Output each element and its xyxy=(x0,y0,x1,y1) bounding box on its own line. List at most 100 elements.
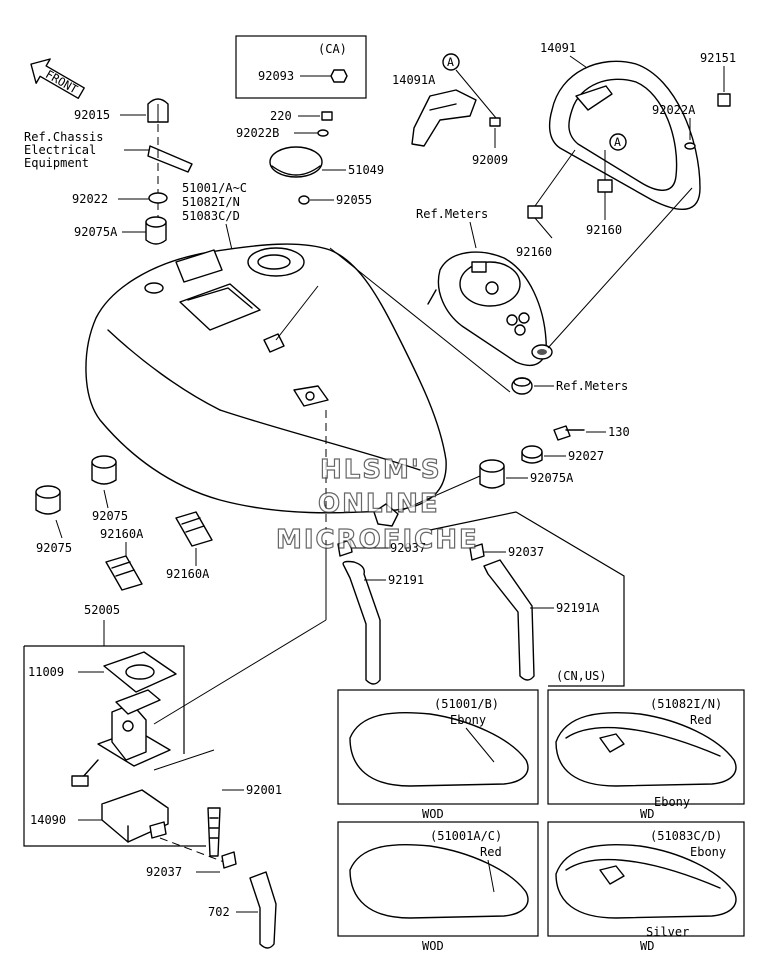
ground-strap xyxy=(147,145,193,173)
cap-nut-92015 xyxy=(147,98,169,123)
ref-chassis-line2: Electrical xyxy=(24,143,96,157)
variant-4-color2: Silver xyxy=(646,925,689,939)
svg-text:HLSM'S: HLSM'S xyxy=(320,455,442,485)
fuel-tank xyxy=(85,243,447,527)
label-92022A: 92022A xyxy=(652,103,696,117)
screw-220 xyxy=(321,111,333,121)
variant-1-code: (51001/B) xyxy=(434,697,499,711)
variant-1-caption: WOD xyxy=(422,807,444,821)
label-11009: 11009 xyxy=(28,665,64,679)
meter-cover-14091 xyxy=(548,60,701,211)
variant-1-color: Ebony xyxy=(450,713,486,727)
label-92027: 92027 xyxy=(568,449,604,463)
label-92160A-b: 92160A xyxy=(100,527,144,541)
label-702: 702 xyxy=(208,905,230,919)
label-92075A-mid: 92075A xyxy=(530,471,574,485)
washer-92022A xyxy=(684,142,696,150)
variant-panel-3: (51001A/C) Red WOD xyxy=(337,821,539,953)
variant-2-code: (51082I/N) xyxy=(650,697,722,711)
damper-92075A-mid xyxy=(479,459,505,489)
cn-us-label: (CN,US) xyxy=(556,669,607,683)
front-arrow-icon: FRONT xyxy=(30,58,85,100)
label-92009: 92009 xyxy=(472,153,508,167)
label-92151: 92151 xyxy=(700,51,736,65)
label-92037-a: 92037 xyxy=(390,541,426,555)
label-92075-a: 92075 xyxy=(92,509,128,523)
oring-92055 xyxy=(298,195,310,205)
variant-4-code: (51083C/D) xyxy=(650,829,722,843)
label-14091A: 14091A xyxy=(392,73,436,87)
washer-92022 xyxy=(148,192,168,204)
label-92191: 92191 xyxy=(388,573,424,587)
label-51001: 51001/A~C xyxy=(182,181,247,195)
label-52005: 52005 xyxy=(84,603,120,617)
grommet-92160-a xyxy=(527,205,543,219)
hose-702 xyxy=(249,871,277,949)
nut-92151 xyxy=(717,93,731,107)
label-92037-c: 92037 xyxy=(146,865,182,879)
variant-4-color: Ebony xyxy=(690,845,726,859)
label-92160A-a: 92160A xyxy=(166,567,210,581)
clamp-92037-c xyxy=(221,851,237,869)
pump-box-left xyxy=(23,646,206,847)
label-14091: 14091 xyxy=(540,41,576,55)
collar-92027 xyxy=(521,445,543,464)
label-14090: 14090 xyxy=(30,813,66,827)
label-92022B: 92022B xyxy=(236,126,279,140)
ref-chassis-line3: Equipment xyxy=(24,156,89,170)
pad-92160A-a xyxy=(175,511,213,547)
variant-panel-1: (51001/B) Ebony WOD xyxy=(337,689,539,821)
label-92055: 92055 xyxy=(336,193,372,207)
circle-a-icon xyxy=(442,53,460,71)
variant-3-code: (51001A/C) xyxy=(430,829,502,843)
label-51083: 51083C/D xyxy=(182,209,240,223)
front-arrow-label: FRONT xyxy=(43,67,80,96)
grommet-ref-meters xyxy=(511,377,533,395)
pump-box-top xyxy=(24,645,185,754)
ref-chassis-line1: Ref.Chassis xyxy=(24,130,103,144)
svg-text:ONLINE: ONLINE xyxy=(318,489,440,519)
damper-92075A-top xyxy=(145,216,167,245)
bolt-92001 xyxy=(207,807,221,857)
variant-panel-2: (51082I/N) Red Ebony WD xyxy=(547,689,745,821)
variant-panel-4: (51083C/D) Ebony Silver WD xyxy=(547,821,745,953)
variant-2-color2: Ebony xyxy=(654,795,690,809)
variant-4-caption: WD xyxy=(640,939,654,953)
label-92160-a: 92160 xyxy=(516,245,552,259)
ref-meters-right: Ref.Meters xyxy=(556,379,628,393)
label-220: 220 xyxy=(270,109,292,123)
pump-cover-14090 xyxy=(101,789,169,843)
label-130: 130 xyxy=(608,425,630,439)
gasket-11009 xyxy=(103,651,177,693)
ref-meters-top: Ref.Meters xyxy=(416,207,488,221)
clamp-92037-b xyxy=(469,543,485,561)
hose-92191 xyxy=(342,560,381,685)
washer-92022B xyxy=(317,129,329,137)
fuel-pump xyxy=(71,689,171,787)
label-51082: 51082I/N xyxy=(182,195,240,209)
clamp-92037-a xyxy=(337,539,353,557)
damper-92075-b xyxy=(35,485,61,515)
bracket-14091A xyxy=(411,89,477,147)
pad-92160A-b xyxy=(105,555,143,591)
hose-92191A xyxy=(483,559,535,681)
variant-3-caption: WOD xyxy=(422,939,444,953)
label-51049: 51049 xyxy=(348,163,384,177)
label-92075-b: 92075 xyxy=(36,541,72,555)
label-92160-b: 92160 xyxy=(586,223,622,237)
watermark: HLSM'S ONLINE MICROFICHE xyxy=(275,454,477,555)
label-92075A-top: 92075A xyxy=(74,225,118,239)
circle-a-icon-2 xyxy=(609,133,627,151)
ca-box xyxy=(235,35,367,99)
damper-92075-a xyxy=(91,455,117,485)
bolt-130 xyxy=(553,425,585,441)
cap-51049 xyxy=(269,146,323,178)
grommet-92160-b xyxy=(597,179,613,193)
label-92001: 92001 xyxy=(246,783,282,797)
ca-label: (CA) xyxy=(318,42,347,56)
label-92022: 92022 xyxy=(72,192,108,206)
variant-3-color: Red xyxy=(480,845,502,859)
label-92015: 92015 xyxy=(74,108,110,122)
label-92191A: 92191A xyxy=(556,601,600,615)
